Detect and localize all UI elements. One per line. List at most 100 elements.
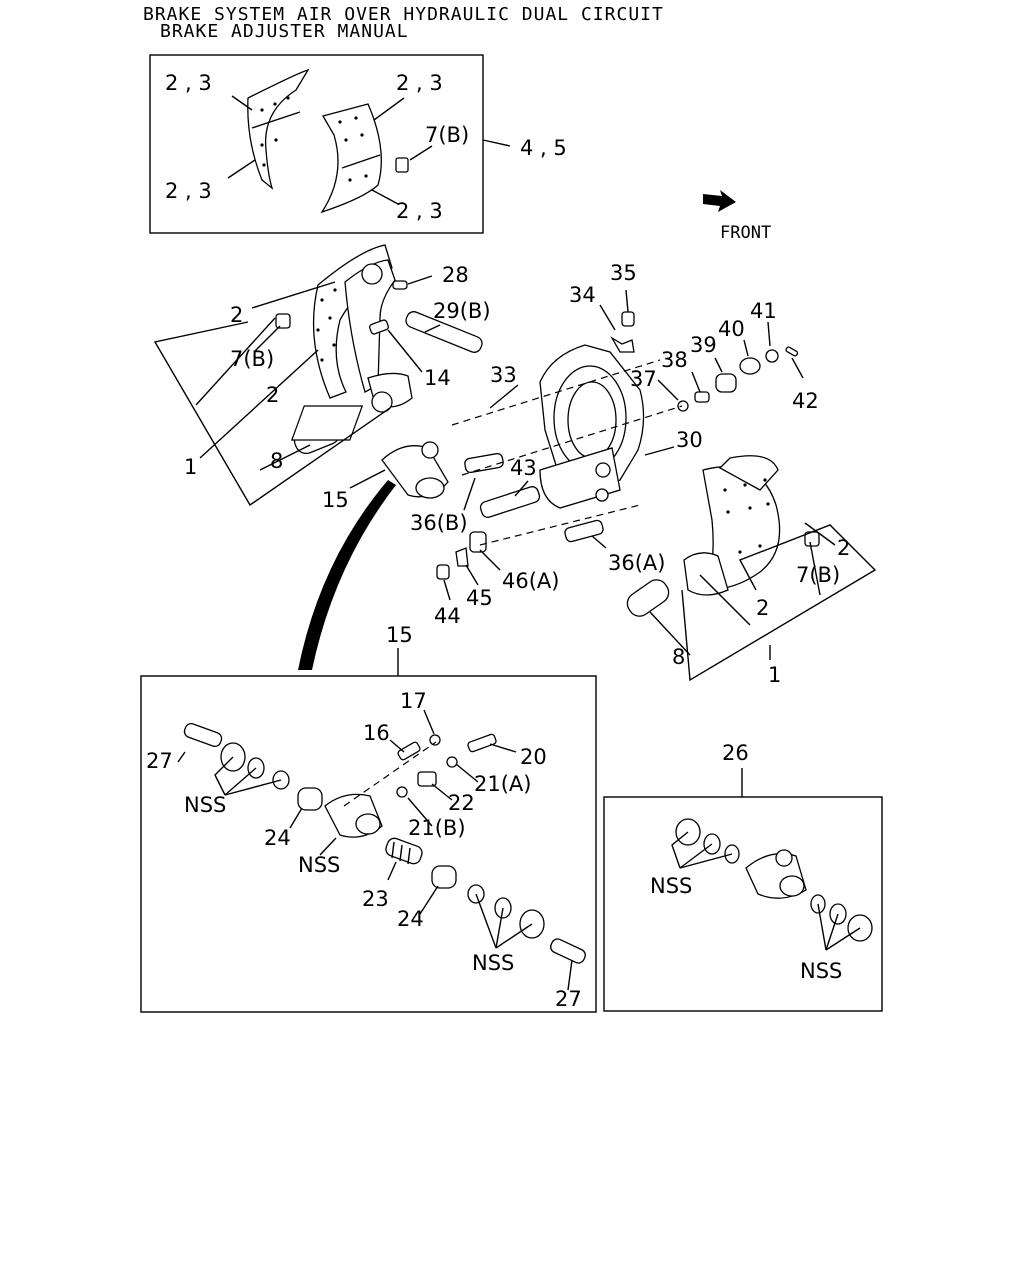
front-arrow-icon bbox=[703, 190, 736, 212]
callout-36a: 36(A) bbox=[608, 551, 665, 575]
callout-8-right: 8 bbox=[672, 645, 685, 669]
callout-2-3-a: 2 , 3 bbox=[165, 71, 212, 95]
callout-21b: 21(B) bbox=[408, 816, 466, 840]
callout-35: 35 bbox=[610, 261, 637, 285]
washer-21b bbox=[396, 786, 408, 798]
pushrod-27-bot bbox=[550, 938, 586, 964]
cylinder-26-body bbox=[745, 849, 807, 899]
callout-7b-left: 7(B) bbox=[230, 347, 274, 371]
callout-44: 44 bbox=[434, 604, 461, 628]
plate-45 bbox=[455, 547, 469, 567]
assembly-26-inset-frame bbox=[603, 796, 883, 1012]
callout-2-3-b: 2 , 3 bbox=[396, 71, 443, 95]
callout-16: 16 bbox=[363, 721, 390, 745]
bolt-35 bbox=[621, 311, 635, 327]
lever-46a bbox=[469, 531, 487, 553]
adjuster-36b bbox=[464, 452, 504, 474]
callout-1-left: 1 bbox=[184, 455, 197, 479]
callout-23: 23 bbox=[362, 887, 389, 911]
detail-callout-arrow bbox=[298, 480, 396, 670]
callout-4-5: 4 , 5 bbox=[520, 136, 567, 160]
callout-1-right: 1 bbox=[768, 663, 781, 687]
callout-2-b: 2 bbox=[266, 383, 279, 407]
callout-39: 39 bbox=[690, 333, 717, 357]
spring-38 bbox=[694, 391, 710, 403]
lining-inset-frame bbox=[149, 54, 484, 234]
diagram-title: BRAKE SYSTEM AIR OVER HYDRAULIC DUAL CIR… bbox=[143, 4, 664, 25]
washer-40 bbox=[739, 357, 761, 375]
callout-27-bot: 27 bbox=[555, 987, 582, 1011]
pin-43 bbox=[479, 486, 541, 518]
callout-2-r1: 2 bbox=[837, 536, 850, 560]
callout-7b-right: 7(B) bbox=[796, 563, 840, 587]
callout-37: 37 bbox=[630, 367, 657, 391]
anchor-pin-29b bbox=[405, 311, 483, 353]
callout-30: 30 bbox=[676, 428, 703, 452]
callout-2-3-d: 2 , 3 bbox=[396, 199, 443, 223]
callout-nss-2: NSS bbox=[298, 853, 340, 877]
callout-14: 14 bbox=[424, 366, 451, 390]
wheel-cylinder-15 bbox=[381, 441, 449, 499]
callout-27-top: 27 bbox=[146, 749, 173, 773]
bushing-8-right bbox=[626, 579, 670, 617]
callout-20: 20 bbox=[520, 745, 547, 769]
adjuster-36a bbox=[564, 519, 604, 543]
fitting-22 bbox=[417, 771, 437, 787]
spring-23 bbox=[385, 837, 423, 865]
callout-nss-3: NSS bbox=[472, 951, 514, 975]
callout-7b-top: 7(B) bbox=[425, 123, 469, 147]
callout-nss-5: NSS bbox=[800, 959, 842, 983]
washer-21a bbox=[446, 756, 458, 768]
callout-46a: 46(A) bbox=[502, 569, 559, 593]
callout-28: 28 bbox=[442, 263, 469, 287]
pushrod-27-top bbox=[183, 722, 223, 748]
callout-21a: 21(A) bbox=[474, 772, 531, 796]
sleeve-39 bbox=[715, 373, 737, 393]
pin-28 bbox=[392, 280, 408, 290]
cap-17 bbox=[429, 734, 441, 746]
callout-2-3-c: 2 , 3 bbox=[165, 179, 212, 203]
callout-15-box: 15 bbox=[386, 623, 413, 647]
callout-24-a: 24 bbox=[264, 826, 291, 850]
cylinder-body bbox=[324, 793, 383, 838]
callout-22: 22 bbox=[448, 791, 475, 815]
callout-nss-1: NSS bbox=[184, 793, 226, 817]
pin-42 bbox=[785, 346, 799, 357]
washer-37 bbox=[677, 400, 689, 412]
callout-34: 34 bbox=[569, 283, 596, 307]
callout-42: 42 bbox=[792, 389, 819, 413]
brake-lining-left bbox=[247, 68, 310, 190]
callout-36b: 36(B) bbox=[410, 511, 468, 535]
callout-26: 26 bbox=[722, 741, 749, 765]
callout-40: 40 bbox=[718, 317, 745, 341]
brake-shoe-left bbox=[312, 244, 413, 413]
rivet-7b-left bbox=[275, 313, 291, 329]
callout-43: 43 bbox=[510, 456, 537, 480]
callout-45: 45 bbox=[466, 586, 493, 610]
shim-33 bbox=[290, 405, 364, 441]
callout-8-left: 8 bbox=[270, 449, 283, 473]
diagram-subtitle: BRAKE ADJUSTER MANUAL bbox=[160, 21, 409, 42]
callout-2-a: 2 bbox=[230, 303, 243, 327]
piston-24-a bbox=[297, 787, 323, 811]
bleeder-16 bbox=[397, 741, 421, 761]
front-label: FRONT bbox=[720, 223, 771, 243]
callout-17: 17 bbox=[400, 689, 427, 713]
callout-15-main: 15 bbox=[322, 488, 349, 512]
pin-14 bbox=[369, 319, 389, 335]
callout-nss-4: NSS bbox=[650, 874, 692, 898]
callout-2-r2: 2 bbox=[756, 596, 769, 620]
callout-41: 41 bbox=[750, 299, 777, 323]
callout-33: 33 bbox=[490, 363, 517, 387]
wheel-cylinder-inset-frame bbox=[140, 675, 597, 1013]
callout-38: 38 bbox=[661, 348, 688, 372]
bolt-44 bbox=[436, 564, 450, 580]
callout-24-b: 24 bbox=[397, 907, 424, 931]
bolt-20 bbox=[467, 733, 497, 753]
brake-shoe-right bbox=[683, 455, 781, 596]
rivet-7b bbox=[395, 157, 409, 173]
callout-29b: 29(B) bbox=[433, 299, 491, 323]
washer-41 bbox=[765, 349, 779, 363]
clip-34 bbox=[610, 336, 635, 353]
